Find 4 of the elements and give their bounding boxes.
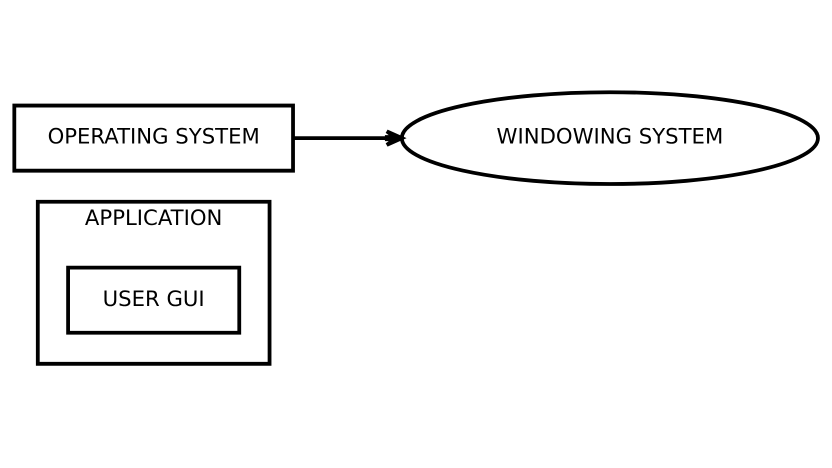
node-ellipse: WINDOWING SYSTEM [400,90,820,186]
arrow [294,129,404,147]
node-box: OPERATING SYSTEM [12,104,295,173]
node-box: USER GUI [66,266,242,335]
